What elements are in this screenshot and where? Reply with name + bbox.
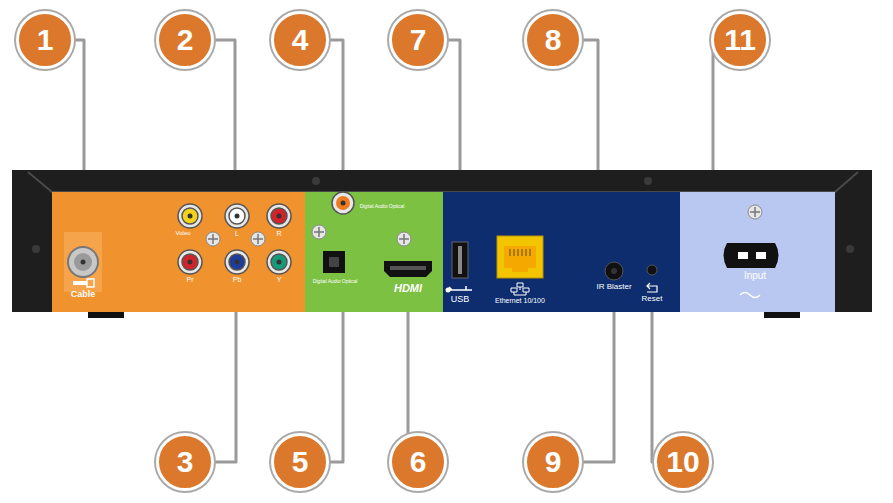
callout-circle: 8 xyxy=(524,11,582,69)
callout-circle: 4 xyxy=(271,11,329,69)
reset-button xyxy=(647,265,657,275)
port-label: Y xyxy=(277,276,282,283)
port-label: Pb xyxy=(233,276,242,283)
port-label: HDMI xyxy=(394,283,422,295)
callout-number: 6 xyxy=(410,447,427,477)
callout-circle: 10 xyxy=(654,433,712,491)
callout-number: 2 xyxy=(177,25,194,55)
callout-circle: 2 xyxy=(156,11,214,69)
port-label: L xyxy=(235,230,239,237)
hdmi-port xyxy=(384,261,432,277)
port-label: Input xyxy=(744,271,766,282)
callout-circle: 5 xyxy=(271,433,329,491)
optical-port xyxy=(323,251,345,273)
ir-jack xyxy=(605,262,623,280)
port-label: Reset xyxy=(642,295,663,303)
port-label: Pr xyxy=(187,276,194,283)
callout-number: 1 xyxy=(37,25,54,55)
digital-panel xyxy=(305,192,443,312)
callout-circle: 3 xyxy=(156,433,214,491)
housing xyxy=(12,170,872,312)
callout-circle: 1 xyxy=(16,11,74,69)
callout-number: 11 xyxy=(724,25,756,55)
callout-circle: 6 xyxy=(389,433,447,491)
rca-jacks xyxy=(178,204,291,274)
port-label: R xyxy=(276,230,281,237)
av-panel xyxy=(52,192,305,312)
network-panel xyxy=(443,192,680,312)
callout-number: 5 xyxy=(292,447,309,477)
callout-number: 7 xyxy=(410,25,427,55)
callout-number: 4 xyxy=(292,25,309,55)
port-label: Digital Audio Optical xyxy=(360,204,405,209)
usb-port xyxy=(452,242,468,278)
power-inlet xyxy=(724,243,779,268)
callout-circle: 9 xyxy=(524,433,582,491)
coax-audio-jack xyxy=(332,192,354,214)
port-label: Digital Audio Optical xyxy=(313,279,358,284)
cable-connector xyxy=(68,247,98,277)
port-label: IR Blaster xyxy=(594,283,634,291)
port-label: Ethernet 10/100 xyxy=(495,297,545,304)
power-panel xyxy=(680,192,835,312)
callout-number: 8 xyxy=(545,25,562,55)
port-label: USB xyxy=(451,295,470,304)
callout-number: 3 xyxy=(177,447,194,477)
port-label: Cable xyxy=(71,290,96,299)
callout-number: 10 xyxy=(666,447,699,477)
callout-number: 9 xyxy=(545,447,562,477)
callout-circle: 11 xyxy=(711,11,769,69)
callout-circle: 7 xyxy=(389,11,447,69)
ethernet-port xyxy=(497,236,543,278)
port-label: Video xyxy=(175,230,190,236)
